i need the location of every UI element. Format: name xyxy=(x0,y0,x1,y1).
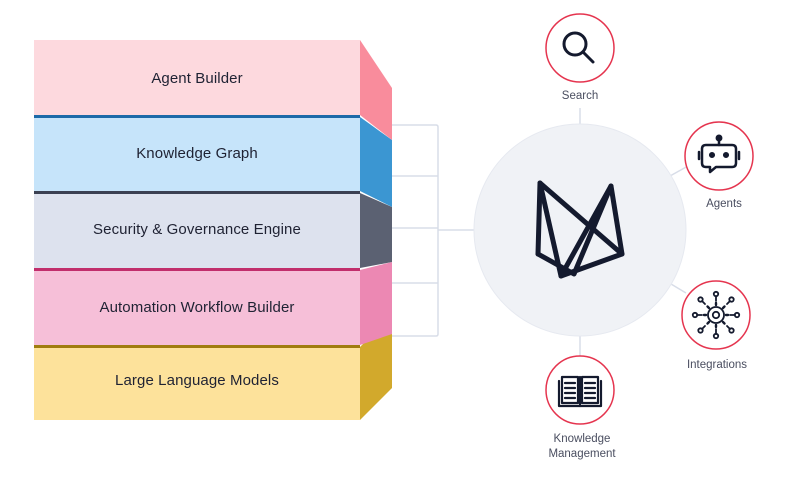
node-knowledge-management[interactable] xyxy=(545,355,615,425)
layer-front xyxy=(34,270,360,345)
layer-side xyxy=(360,40,392,140)
layer-label-security-governance-engine: Security & Governance Engine xyxy=(93,221,301,238)
layer-side xyxy=(360,193,392,268)
hub xyxy=(473,123,687,337)
node-label-integrations: Integrations xyxy=(686,359,748,371)
node-agents[interactable] xyxy=(684,121,754,191)
node-integrations[interactable] xyxy=(681,280,751,350)
layer-agent-builder xyxy=(34,40,392,140)
connector-lines xyxy=(392,108,689,356)
node-label-knowledge-management: Knowledge Management xyxy=(530,432,634,462)
logo-m-icon xyxy=(535,180,625,279)
node-label-line: Knowledge xyxy=(553,433,611,445)
layer-front xyxy=(34,193,360,268)
layer-large-language-models xyxy=(34,315,392,420)
node-label-line: Management xyxy=(548,448,616,460)
layer-side xyxy=(360,117,392,207)
layer-security-governance-engine xyxy=(34,191,392,268)
robot-icon xyxy=(697,134,741,174)
layer-front xyxy=(34,117,360,191)
layer-label-knowledge-graph: Knowledge Graph xyxy=(136,145,258,162)
node-label-search: Search xyxy=(561,90,599,102)
gear-network-icon xyxy=(691,290,741,340)
layer-automation-workflow-builder xyxy=(34,262,392,345)
search-icon xyxy=(562,31,595,64)
layer-label-agent-builder: Agent Builder xyxy=(151,70,243,87)
node-label-agents: Agents xyxy=(706,198,742,210)
layer-knowledge-graph xyxy=(34,115,392,207)
book-icon xyxy=(557,375,603,408)
layer-front xyxy=(34,347,360,420)
layer-stack xyxy=(34,40,392,420)
layer-front xyxy=(34,40,360,115)
node-search[interactable] xyxy=(545,13,615,83)
layer-side xyxy=(360,262,392,345)
layer-label-large-language-models: Large Language Models xyxy=(115,372,279,389)
layer-label-automation-workflow-builder: Automation Workflow Builder xyxy=(99,299,295,316)
